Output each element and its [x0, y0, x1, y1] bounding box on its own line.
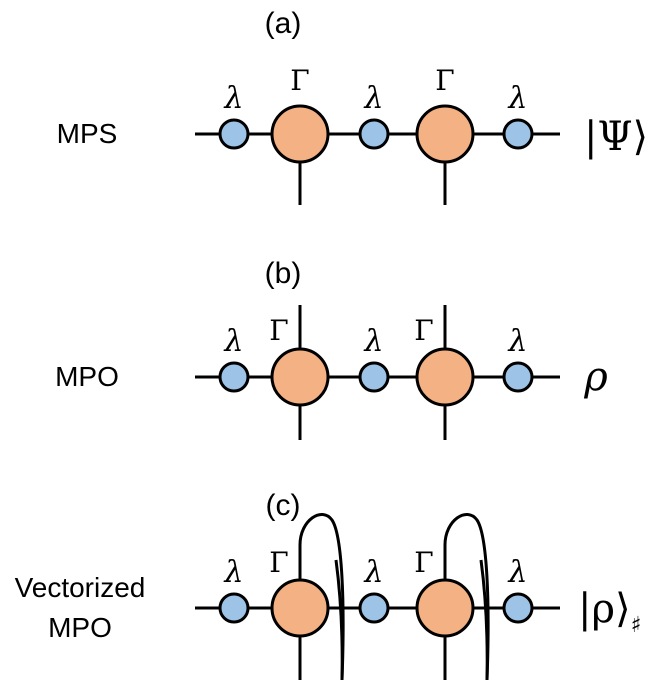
panel-c-lambda-label-2: λ [363, 555, 383, 590]
panel-b-gamma-label-1: Γ [269, 314, 288, 347]
panel-a: (a) MPS λ Γ λ Γ λ |Ψ⟩ [57, 7, 648, 205]
panel-c-lambda-node-1 [218, 592, 250, 624]
panel-a-lambda-label-2: λ [363, 81, 383, 116]
panel-c-lambda-node-2 [358, 592, 390, 624]
panel-c-gamma-node-2 [415, 578, 475, 638]
panel-b-lambda-label-3: λ [507, 324, 527, 359]
panel-a-lambda-node-3 [502, 118, 534, 150]
panel-c-vectorized-leg-1 [298, 513, 345, 681]
panel-b-label: (b) [265, 257, 302, 290]
panel-b-state-label: ρ [583, 354, 608, 400]
panel-a-row-label: MPS [57, 118, 118, 149]
panel-c-row-label-line-1: Vectorized [15, 572, 146, 603]
panel-c-vectorized-leg-1-front [334, 559, 344, 681]
panel-c-state-subscript: ♯ [631, 613, 642, 638]
panel-c-gamma-label-1: Γ [269, 546, 288, 579]
panel-a-state-label: |Ψ⟩ [584, 114, 648, 160]
panel-a-gamma-node-1 [270, 104, 330, 164]
panel-c: (c) Vectorized MPO λ Γ λ Γ λ |ρ⟩♯ [15, 489, 641, 681]
panel-c-lambda-label-3: λ [507, 555, 527, 590]
panel-a-lambda-node-2 [358, 118, 390, 150]
panel-c-gamma-label-2: Γ [414, 546, 433, 579]
panel-c-gamma-node-1 [270, 578, 330, 638]
panel-c-vectorized-leg-2 [443, 513, 490, 681]
panel-a-label: (a) [265, 7, 302, 40]
panel-c-lambda-node-3 [502, 592, 534, 624]
panel-a-gamma-node-2 [415, 104, 475, 164]
panel-c-state-label: |ρ⟩♯ [578, 586, 641, 638]
panel-b-lambda-node-3 [502, 361, 534, 393]
panel-b: (b) MPO λ Γ λ Γ λ ρ [55, 257, 608, 440]
panel-b-gamma-node-2 [415, 347, 475, 407]
panel-b-row-label: MPO [55, 361, 119, 392]
panel-c-vectorized-leg-2-front [479, 559, 489, 681]
panel-a-gamma-label-1: Γ [290, 64, 309, 97]
panel-b-gamma-label-2: Γ [414, 314, 433, 347]
panel-c-lambda-label-1: λ [223, 555, 243, 590]
panel-b-lambda-node-1 [218, 361, 250, 393]
panel-a-lambda-label-1: λ [223, 81, 243, 116]
panel-b-lambda-label-1: λ [223, 324, 243, 359]
panel-a-gamma-label-2: Γ [435, 64, 454, 97]
panel-a-lambda-label-3: λ [507, 81, 527, 116]
panel-b-lambda-label-2: λ [363, 324, 383, 359]
panel-b-lambda-node-2 [358, 361, 390, 393]
panel-a-lambda-node-1 [218, 118, 250, 150]
panel-c-row-label-line-2: MPO [48, 612, 112, 643]
panel-b-gamma-node-1 [270, 347, 330, 407]
panel-c-label: (c) [266, 489, 301, 522]
